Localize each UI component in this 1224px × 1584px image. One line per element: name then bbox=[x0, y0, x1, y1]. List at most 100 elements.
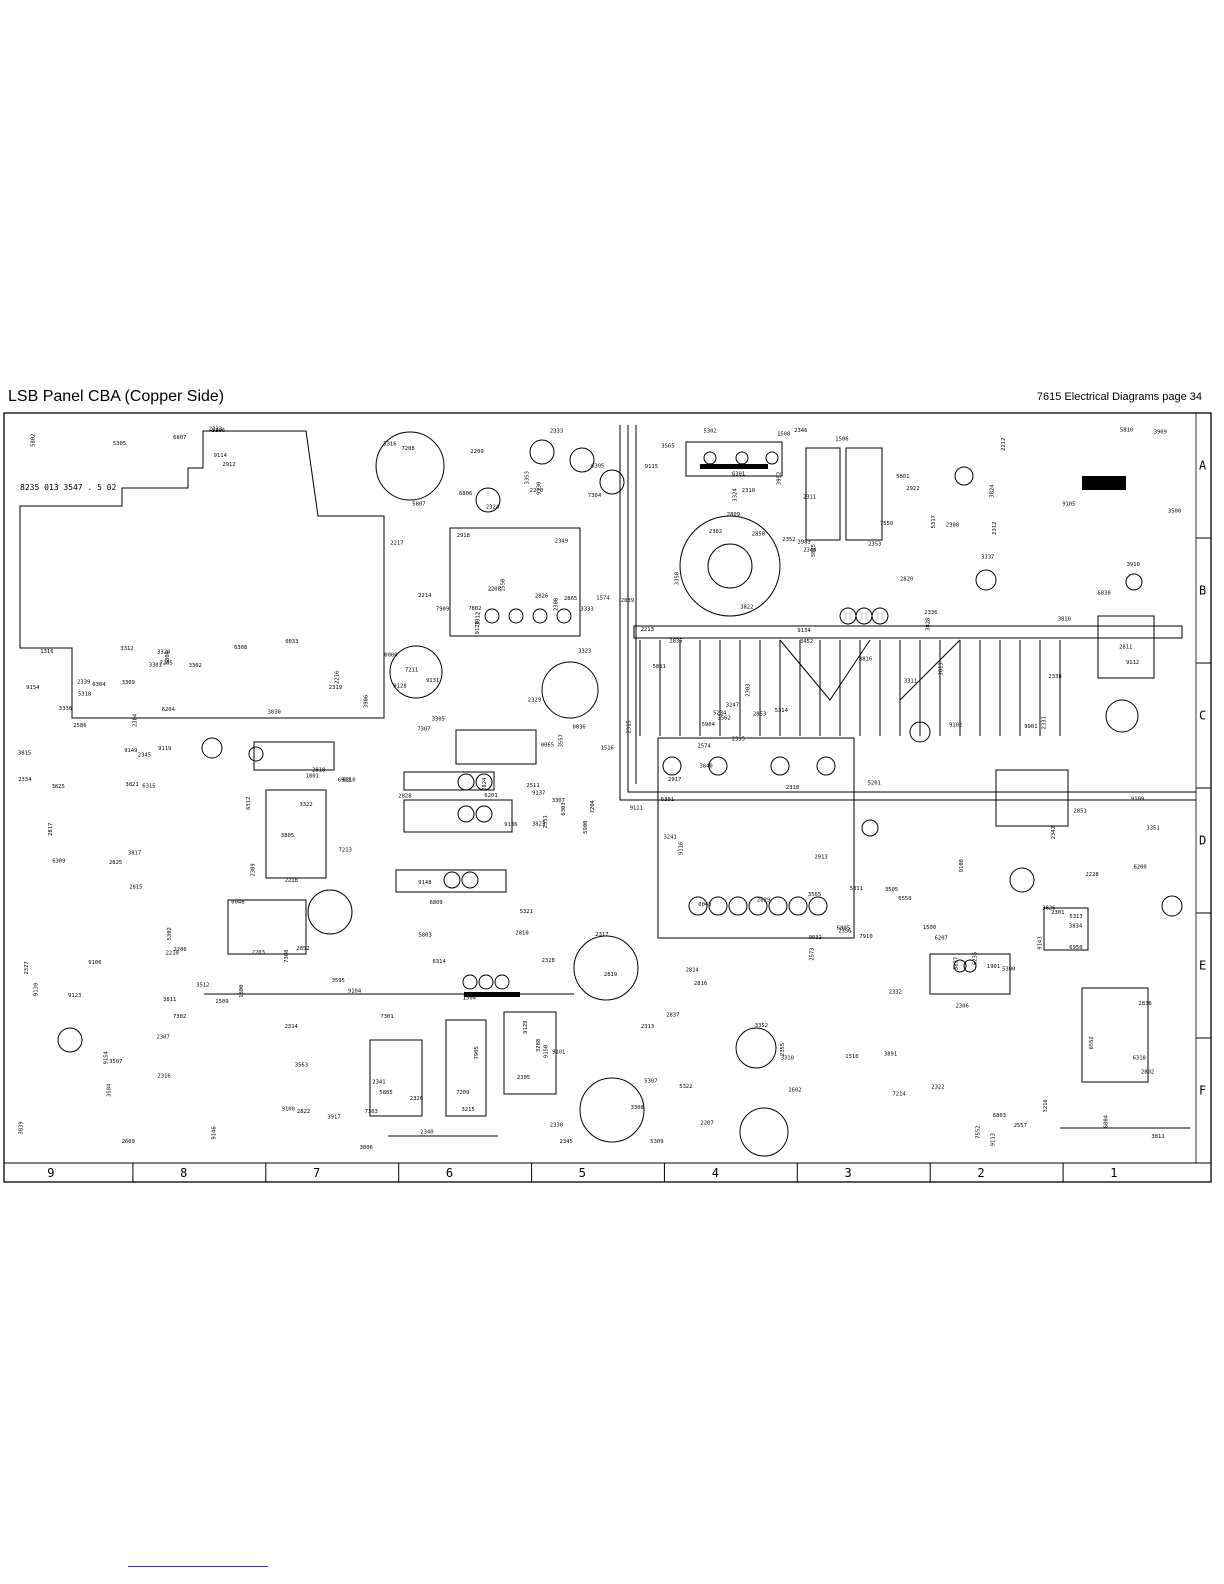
component-designator: 9149 bbox=[124, 748, 137, 754]
grid-row-label: E bbox=[1199, 958, 1206, 972]
component-designator: 5311 bbox=[850, 886, 863, 892]
component-designator: 1506 bbox=[835, 437, 848, 443]
component-designator: 3310 bbox=[781, 1055, 794, 1061]
heatsink bbox=[619, 425, 1196, 801]
component-designator: 2303 bbox=[745, 684, 751, 697]
component-designator: 9108 bbox=[959, 859, 965, 872]
component-designator: 2810 bbox=[515, 931, 528, 937]
component-designator: 5803 bbox=[419, 933, 432, 939]
grid-column-label: 1 bbox=[1110, 1166, 1117, 1180]
component-designator: 0032 bbox=[809, 935, 822, 941]
component-designator: 6830 bbox=[1097, 591, 1110, 597]
component-designator: 3906 bbox=[364, 695, 370, 708]
component-designator: 3565 bbox=[808, 892, 821, 898]
component-designator: 2312 bbox=[992, 522, 998, 535]
component-designator: 5802 bbox=[30, 434, 36, 447]
component-designator: 5302 bbox=[167, 927, 173, 940]
component-designator: 2839 bbox=[621, 598, 634, 604]
component-designator: 3811 bbox=[163, 997, 176, 1003]
component-designator: 3312 bbox=[476, 612, 482, 625]
component-designator: 2574 bbox=[698, 744, 712, 750]
component-designator: 2817 bbox=[48, 823, 54, 836]
component-designator: 2355 bbox=[780, 1043, 786, 1056]
component-designator: 2346 bbox=[794, 428, 807, 434]
component-designator: 2809 bbox=[727, 512, 740, 518]
component-designator: 2811 bbox=[1119, 645, 1132, 651]
component-designator: 2825 bbox=[109, 860, 122, 866]
component-designator: 2353 bbox=[868, 541, 881, 547]
component-designator: 3216 bbox=[1043, 1099, 1049, 1112]
component-designator: 2828 bbox=[398, 794, 411, 800]
component-designator: 3813 bbox=[939, 662, 945, 675]
component-designator: 2306 bbox=[956, 1003, 969, 1009]
component-designator: 1509 bbox=[215, 999, 228, 1005]
component-designator: 2822 bbox=[297, 1109, 310, 1115]
component-designator: 0080 bbox=[384, 653, 397, 659]
component-designator: 0043 bbox=[698, 902, 711, 908]
component-designator: 7302 bbox=[173, 1014, 186, 1020]
component-designator: 6315 bbox=[142, 783, 155, 789]
component-designator: 2314 bbox=[285, 1024, 299, 1030]
component-designator: 2302 bbox=[709, 529, 722, 535]
component-designator: 6304 bbox=[92, 682, 106, 688]
component-designator: 3891 bbox=[884, 1052, 897, 1058]
component-designator: 7214 bbox=[893, 1092, 907, 1098]
component-designator: 2335 bbox=[732, 737, 745, 743]
component-designator: 0048 bbox=[231, 899, 244, 905]
grid-column-label: 9 bbox=[47, 1166, 54, 1180]
component-designator: 9100 bbox=[282, 1106, 295, 1112]
component-designator: 3992 bbox=[777, 472, 783, 485]
component-designator: 3563 bbox=[295, 1063, 308, 1069]
component-designator: 0065 bbox=[541, 742, 554, 748]
component-designator: 2207 bbox=[700, 1121, 713, 1127]
component-designator: 6207 bbox=[935, 936, 948, 942]
component-designator: 3811 bbox=[1151, 1134, 1164, 1140]
component-designator: 2308 bbox=[946, 523, 959, 529]
component-designator: 6303 bbox=[561, 802, 567, 815]
component-designator: 3565 bbox=[661, 443, 674, 449]
grid-row-label: B bbox=[1199, 583, 1206, 597]
component-designator: 9111 bbox=[630, 806, 643, 812]
component-designator: 3828 bbox=[926, 618, 932, 631]
component-designator: 5807 bbox=[412, 501, 425, 507]
component-designator: 2316 bbox=[158, 1073, 171, 1079]
component-designator: 2326 bbox=[410, 1096, 423, 1102]
component-designator: 0036 bbox=[573, 725, 586, 731]
component-designator: 2340 bbox=[420, 1130, 433, 1136]
component-designator: 9116 bbox=[679, 842, 685, 855]
component-designator: 9150 bbox=[543, 1045, 549, 1058]
grid-column-label: 3 bbox=[845, 1166, 852, 1180]
component-designator: 2333 bbox=[550, 429, 563, 435]
electrolytic-capacitors bbox=[57, 431, 1183, 1157]
component-designator: 9114 bbox=[214, 453, 228, 459]
component-designator: 2852 bbox=[296, 946, 309, 952]
component-designator: 1504 bbox=[463, 995, 477, 1001]
component-designator: 2819 bbox=[604, 972, 617, 978]
grid-column-label: 5 bbox=[579, 1166, 586, 1180]
component-designator: 2216 bbox=[334, 671, 340, 684]
component-designator: 2917 bbox=[668, 777, 681, 783]
component-designator: 1801 bbox=[306, 774, 319, 780]
component-designator: 5201 bbox=[868, 780, 881, 786]
component-designator: 7550 bbox=[880, 521, 893, 527]
component-designator: 3562 bbox=[717, 715, 730, 721]
component-designator: 2339 bbox=[77, 679, 90, 685]
grid-row-label: A bbox=[1199, 458, 1207, 472]
component-designator: 2213 bbox=[641, 627, 654, 633]
component-designator: 3337 bbox=[981, 554, 994, 560]
component-designator: 2311 bbox=[803, 495, 816, 501]
component-designator: 3241 bbox=[664, 834, 677, 840]
component-designator: 2327 bbox=[24, 961, 30, 974]
component-designator: 3333 bbox=[580, 607, 593, 613]
component-designator: 2203 bbox=[252, 950, 265, 956]
component-designator: 2331 bbox=[1042, 716, 1048, 729]
component-designator: 2850 bbox=[752, 531, 765, 537]
component-designator: 3805 bbox=[281, 833, 294, 839]
component-designator: 3840 bbox=[700, 764, 713, 770]
component-designator: 6235 bbox=[972, 952, 978, 965]
component-designator: 2206 bbox=[174, 947, 187, 953]
component-designator: 2356 bbox=[838, 928, 851, 934]
component-designator: 2305 bbox=[517, 1075, 530, 1081]
component-designator: 2304 bbox=[132, 713, 138, 727]
